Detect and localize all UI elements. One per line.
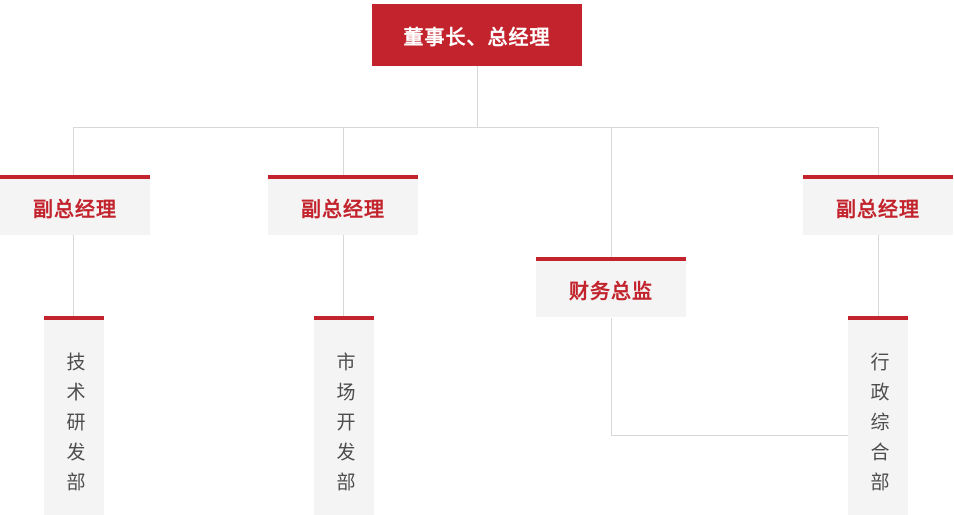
- connector-drop-exec2: [343, 127, 344, 175]
- connector-root-down: [477, 66, 478, 127]
- org-node-finance-director: 财务总监: [536, 257, 686, 317]
- connector-drop-exec3: [878, 127, 879, 175]
- org-node-admin-general-dept: 行政综合部: [848, 316, 908, 515]
- org-node-chairman-gm: 董事长、总经理: [372, 4, 582, 66]
- org-node-label: 副总经理: [836, 198, 920, 221]
- org-node-label: 副总经理: [301, 198, 385, 221]
- org-node-deputy-gm-2: 副总经理: [268, 175, 418, 235]
- org-node-label: 技术研发部: [63, 352, 85, 502]
- connector-main-horizontal: [73, 127, 879, 128]
- org-node-label: 财务总监: [569, 280, 653, 303]
- org-node-deputy-gm-3: 副总经理: [803, 175, 953, 235]
- connector-exec2-dept2: [343, 235, 344, 316]
- org-node-market-dev-dept: 市场开发部: [314, 316, 374, 515]
- org-node-tech-rd-dept: 技术研发部: [44, 316, 104, 515]
- connector-drop-cfo: [611, 127, 612, 257]
- org-node-label: 董事长、总经理: [403, 26, 551, 49]
- org-node-label: 市场开发部: [333, 352, 355, 502]
- org-node-deputy-gm-1: 副总经理: [0, 175, 150, 235]
- connector-exec1-dept1: [73, 235, 74, 316]
- org-node-label: 行政综合部: [867, 352, 889, 502]
- connector-cfo-down: [611, 318, 612, 435]
- connector-exec3-dept3: [878, 235, 879, 316]
- connector-drop-exec1: [73, 127, 74, 175]
- connector-cfo-to-dept3: [611, 435, 848, 436]
- org-node-label: 副总经理: [33, 198, 117, 221]
